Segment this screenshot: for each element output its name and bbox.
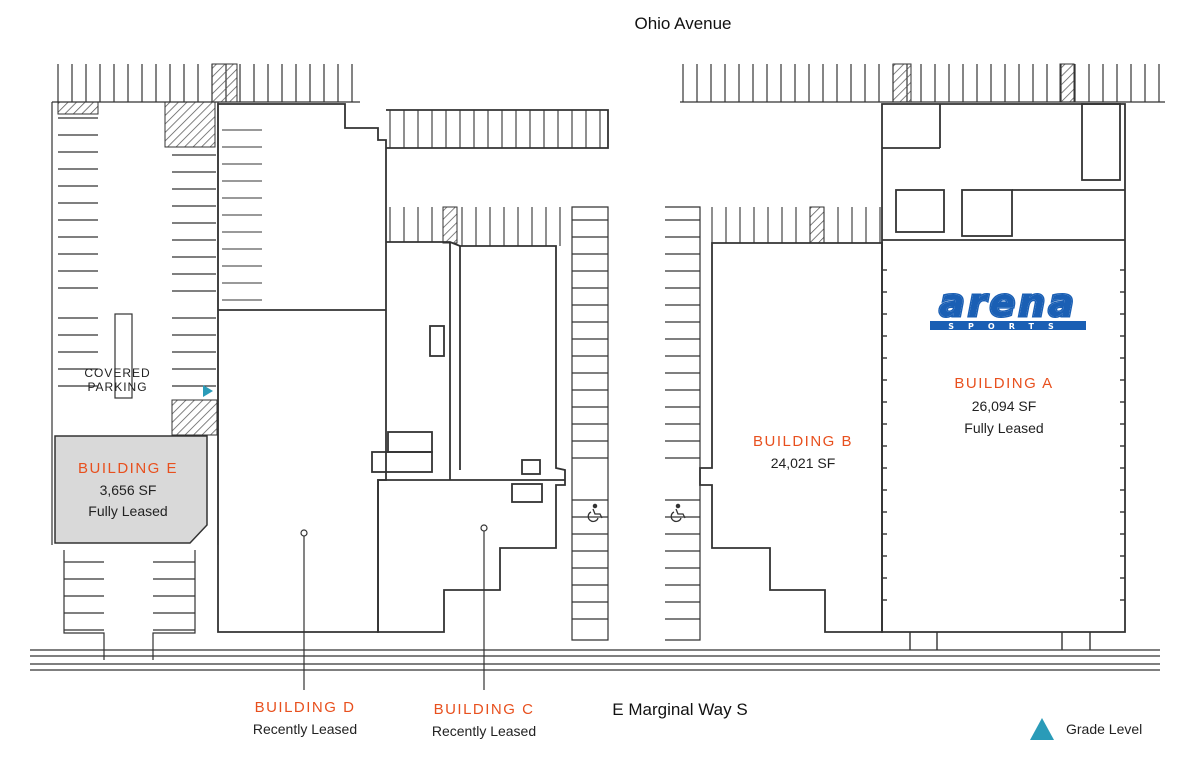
building-b-name: BUILDING B (752, 433, 854, 450)
hatched-areas (57, 63, 1075, 436)
building-e-footprint (54, 435, 208, 544)
building-c-label: BUILDING C Recently Leased (404, 701, 564, 739)
arena-logo-sub: SPORTS (948, 322, 1067, 331)
grade-level-triangle-icon (1030, 718, 1054, 740)
building-c-name: BUILDING C (433, 701, 535, 718)
arena-logo-word: arena (939, 286, 1077, 325)
legend-label: Grade Level (1066, 721, 1143, 737)
building-d-footprint (217, 103, 387, 633)
building-a-footprint (711, 103, 1126, 650)
building-b-size: 24,021 SF (770, 455, 836, 471)
building-a-status: Fully Leased (964, 420, 1044, 436)
covered-parking-label: COVERED PARKING (70, 366, 165, 394)
building-c-status: Recently Leased (431, 723, 537, 739)
grade-level-marker-icon (203, 385, 213, 397)
building-a-name: BUILDING A (954, 375, 1054, 392)
arena-logo-word-fill: arena (939, 286, 1077, 325)
building-e-size: 3,656 SF (99, 482, 157, 498)
building-b-label: BUILDING B 24,021 SF (733, 433, 873, 471)
building-e-name: BUILDING E (77, 460, 179, 477)
building-a-size: 26,094 SF (971, 398, 1037, 414)
building-c-footprint (371, 109, 609, 633)
arena-sports-logo: arena arena SPORTS (930, 286, 1086, 331)
wheelchair-icon (587, 503, 603, 523)
street-label-e-marginal-way: E Marginal Way S (612, 700, 748, 719)
leader-lines (300, 524, 488, 690)
building-e-status: Fully Leased (88, 503, 168, 519)
building-d-label: BUILDING D Recently Leased (225, 699, 385, 737)
building-d-name: BUILDING D (254, 699, 356, 716)
street-label-ohio-avenue: Ohio Avenue (634, 14, 732, 33)
covered-parking-line2: PARKING (87, 380, 148, 394)
center-parking (571, 206, 701, 641)
arena-logo-bar (930, 321, 1086, 330)
building-d-status: Recently Leased (252, 721, 358, 737)
e-marginal-way-road (30, 649, 1160, 671)
wheelchair-icon (670, 503, 686, 523)
building-e-label: BUILDING E 3,656 SF Fully Leased (58, 460, 198, 519)
bottom-left-parking (63, 550, 196, 660)
building-a-label: BUILDING A 26,094 SF Fully Leased (934, 375, 1074, 436)
covered-parking-line1: COVERED (84, 366, 151, 380)
